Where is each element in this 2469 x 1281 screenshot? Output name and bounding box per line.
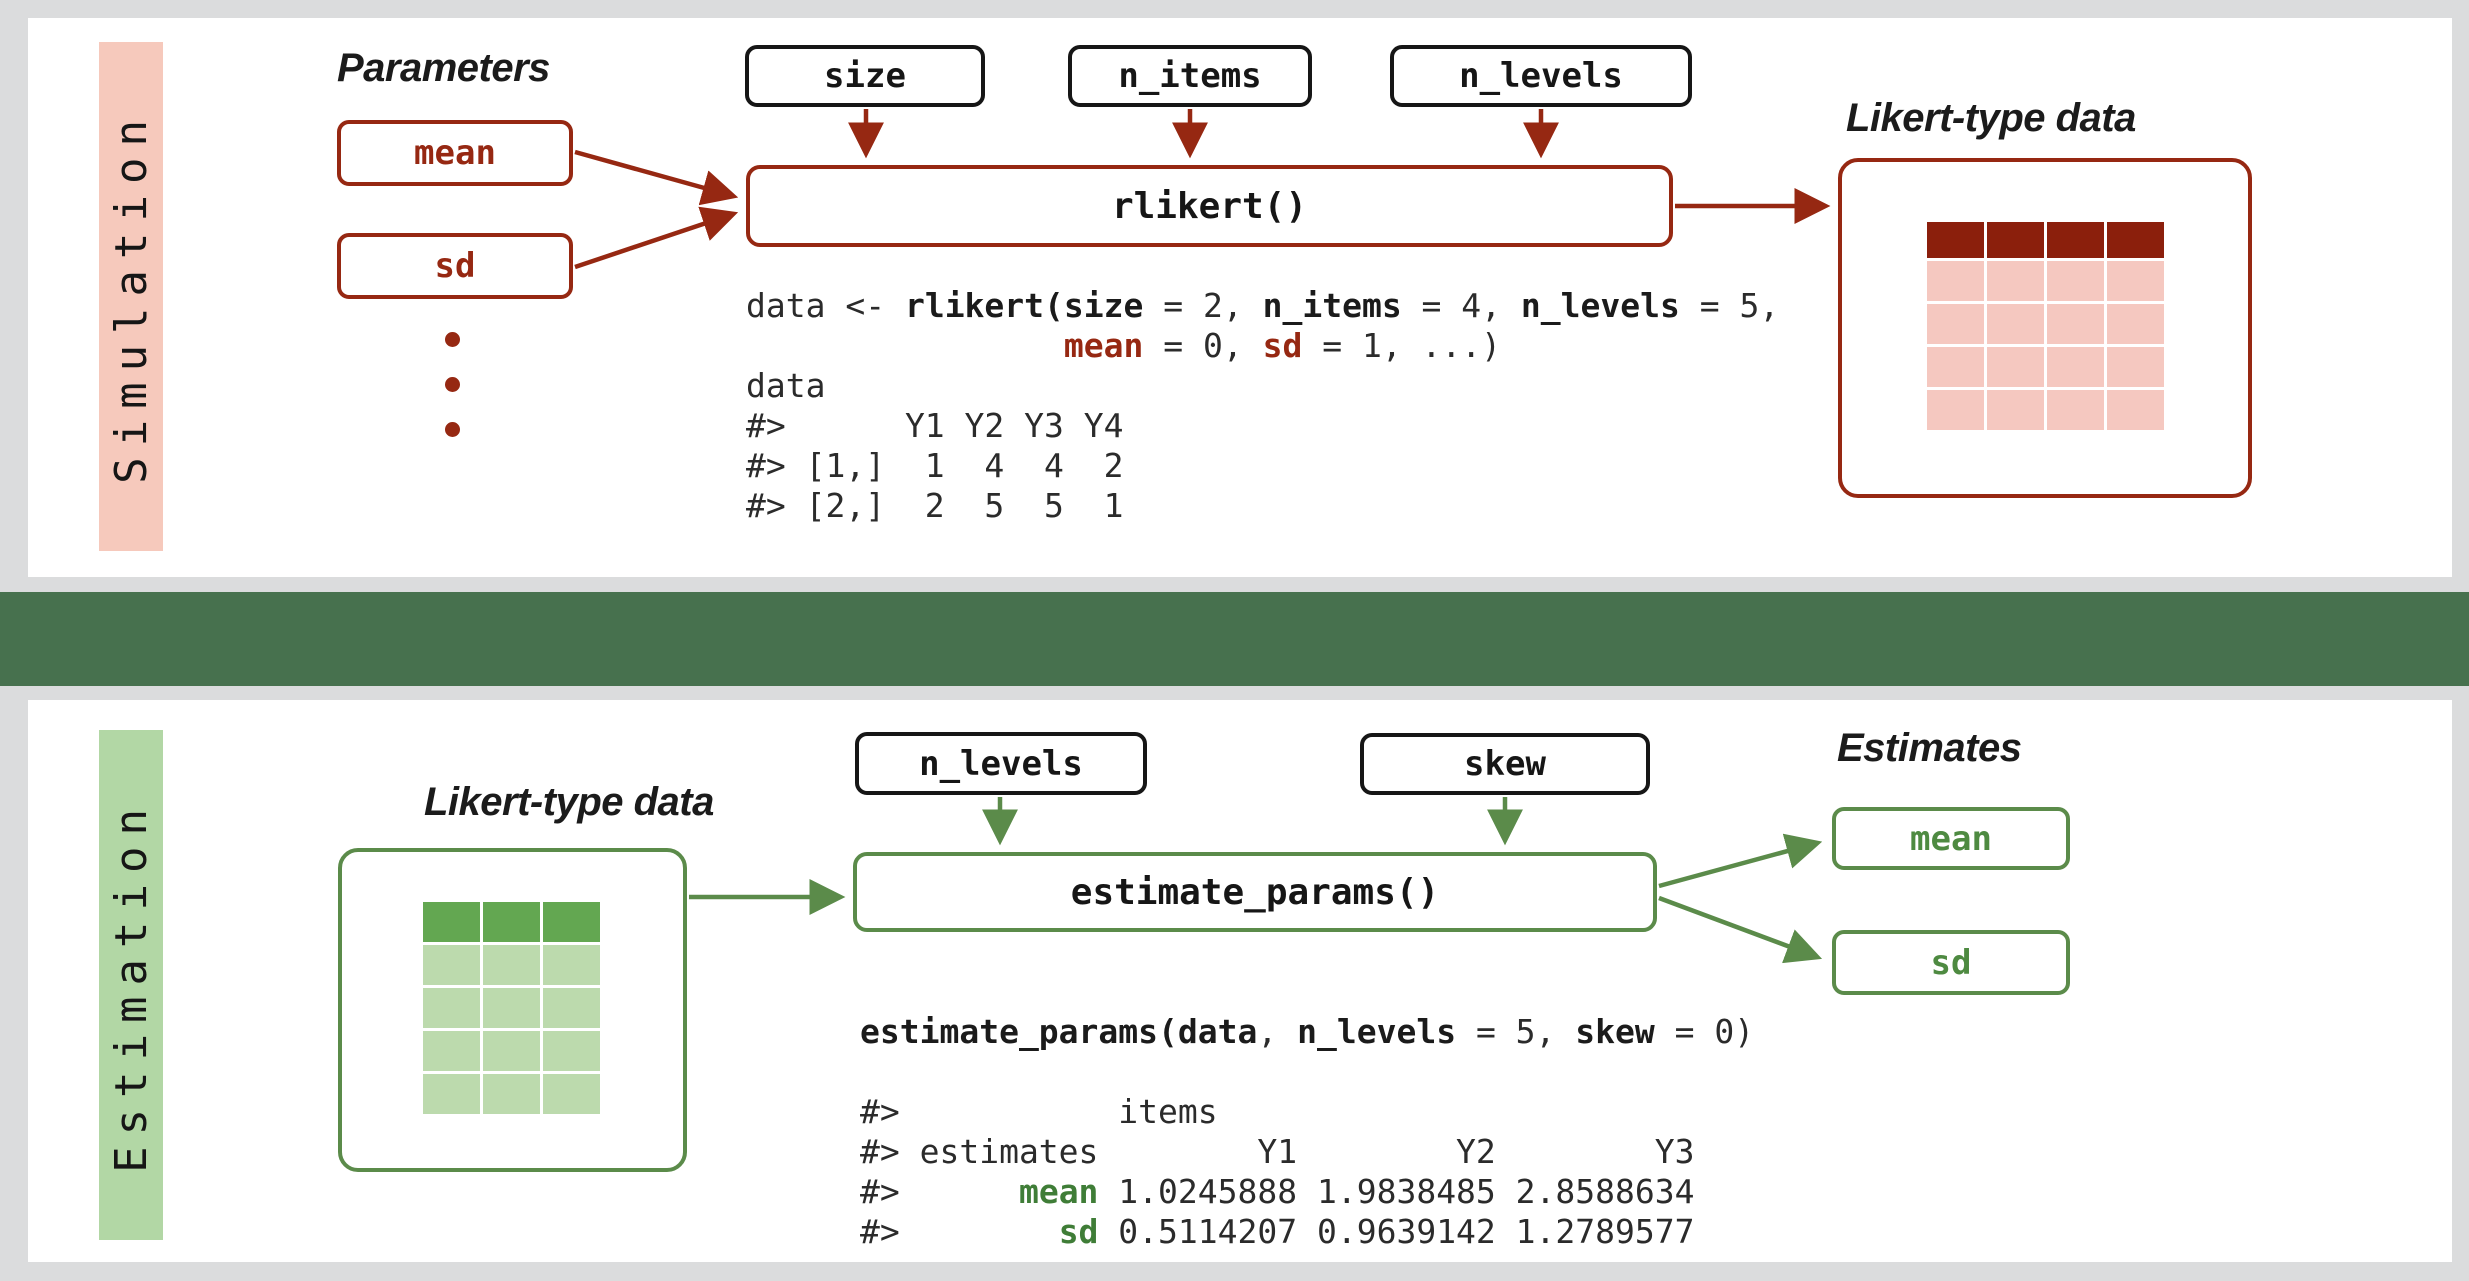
code-line: data <- rlikert(size = 2, n_items = 4, n…: [746, 286, 1780, 325]
estimation-sidebar: Estimation: [99, 730, 163, 1240]
n-items-arg-label: n_items: [1118, 56, 1262, 96]
table-cell: [2047, 390, 2104, 430]
sd-estimate-label: sd: [1930, 942, 1972, 983]
table-cell: [2107, 347, 2164, 387]
estimates-title: Estimates: [1837, 726, 2022, 770]
table-header-cell: [1927, 222, 1984, 258]
size-arg-label: size: [824, 56, 906, 96]
table-cell: [543, 945, 600, 985]
table-cell: [423, 1031, 480, 1071]
code-line: #> Y1 Y2 Y3 Y4: [746, 406, 1124, 445]
table-cell: [1987, 304, 2044, 344]
code-line: #> sd 0.5114207 0.9639142 1.2789577: [860, 1212, 1695, 1251]
parameters-title: Parameters: [337, 46, 550, 90]
table-cell: [1987, 347, 2044, 387]
skew-arg-label: skew: [1464, 744, 1546, 784]
simulation-code-block: data <- rlikert(size = 2, n_items = 4, n…: [746, 286, 1779, 526]
table-header-cell: [2047, 222, 2104, 258]
code-line: [860, 1052, 1754, 1092]
table-cell: [1987, 261, 2044, 301]
likert-data-box-red: [1838, 158, 2252, 498]
n-levels-arg-label-estimation: n_levels: [919, 743, 1083, 784]
table-cell: [423, 1074, 480, 1114]
code-line: #> [1,] 1 4 4 2: [746, 446, 1124, 485]
estimation-code-block: estimate_params(data, n_levels = 5, skew…: [860, 1012, 1754, 1252]
mean-estimate-label: mean: [1910, 818, 1992, 859]
code-line: #> mean 1.0245888 1.9838485 2.8588634: [860, 1172, 1695, 1211]
n-items-arg-box: n_items: [1068, 45, 1312, 107]
table-header-cell: [543, 902, 600, 942]
table-cell: [483, 945, 540, 985]
n-levels-arg-box: n_levels: [1390, 45, 1692, 107]
mean-param-label: mean: [414, 133, 496, 173]
likert-data-title-estimation: Likert-type data: [424, 780, 714, 824]
table-cell: [1927, 261, 1984, 301]
likert-data-title-simulation: Likert-type data: [1846, 96, 2136, 140]
mean-estimate-box: mean: [1832, 807, 2070, 870]
table-cell: [1927, 304, 1984, 344]
table-cell: [423, 945, 480, 985]
size-arg-box: size: [745, 45, 985, 107]
simulation-sidebar-label: Simulation: [105, 109, 157, 484]
code-line: #> estimates Y1 Y2 Y3: [860, 1132, 1695, 1171]
table-cell: [543, 1074, 600, 1114]
table-header-cell: [483, 902, 540, 942]
simulation-sidebar: Simulation: [99, 42, 163, 551]
rlikert-function-label: rlikert(): [1111, 185, 1308, 227]
table-cell: [2047, 261, 2104, 301]
estimate-params-function-box: estimate_params(): [853, 852, 1657, 932]
ellipsis-dot: [445, 422, 460, 437]
table-cell: [2047, 304, 2104, 344]
table-cell: [483, 988, 540, 1028]
code-line: data: [746, 366, 826, 405]
table-cell: [483, 1074, 540, 1114]
code-line: #> items: [860, 1092, 1218, 1131]
n-levels-arg-label: n_levels: [1459, 56, 1623, 96]
table-cell: [423, 988, 480, 1028]
likert-table-red: [1927, 222, 2164, 430]
table-cell: [1987, 390, 2044, 430]
table-cell: [483, 1031, 540, 1071]
table-header-cell: [1987, 222, 2044, 258]
more-params-ellipsis: [445, 332, 460, 437]
table-cell: [543, 988, 600, 1028]
likert-table-green: [423, 902, 600, 1114]
code-line: mean = 0, sd = 1, ...): [1063, 326, 1502, 365]
ellipsis-dot: [445, 377, 460, 392]
table-cell: [2107, 390, 2164, 430]
section-divider: [0, 592, 2469, 686]
mean-param-box: mean: [337, 120, 573, 186]
table-cell: [1927, 390, 1984, 430]
table-cell: [543, 1031, 600, 1071]
sd-estimate-box: sd: [1832, 930, 2070, 995]
sd-param-label: sd: [434, 246, 476, 286]
skew-arg-box: skew: [1360, 733, 1650, 795]
table-cell: [2047, 347, 2104, 387]
estimation-sidebar-label: Estimation: [105, 797, 157, 1173]
sd-param-box: sd: [337, 233, 573, 299]
table-cell: [2107, 304, 2164, 344]
estimate-params-function-label: estimate_params(): [1070, 871, 1440, 913]
ellipsis-dot: [445, 332, 460, 347]
table-cell: [1927, 347, 1984, 387]
table-cell: [2107, 261, 2164, 301]
table-header-cell: [2107, 222, 2164, 258]
n-levels-arg-box-estimation: n_levels: [855, 732, 1147, 795]
code-line: estimate_params(data, n_levels = 5, skew…: [860, 1012, 1755, 1051]
code-line: #> [2,] 2 5 5 1: [746, 486, 1124, 525]
table-header-cell: [423, 902, 480, 942]
rlikert-function-box: rlikert(): [746, 165, 1673, 247]
